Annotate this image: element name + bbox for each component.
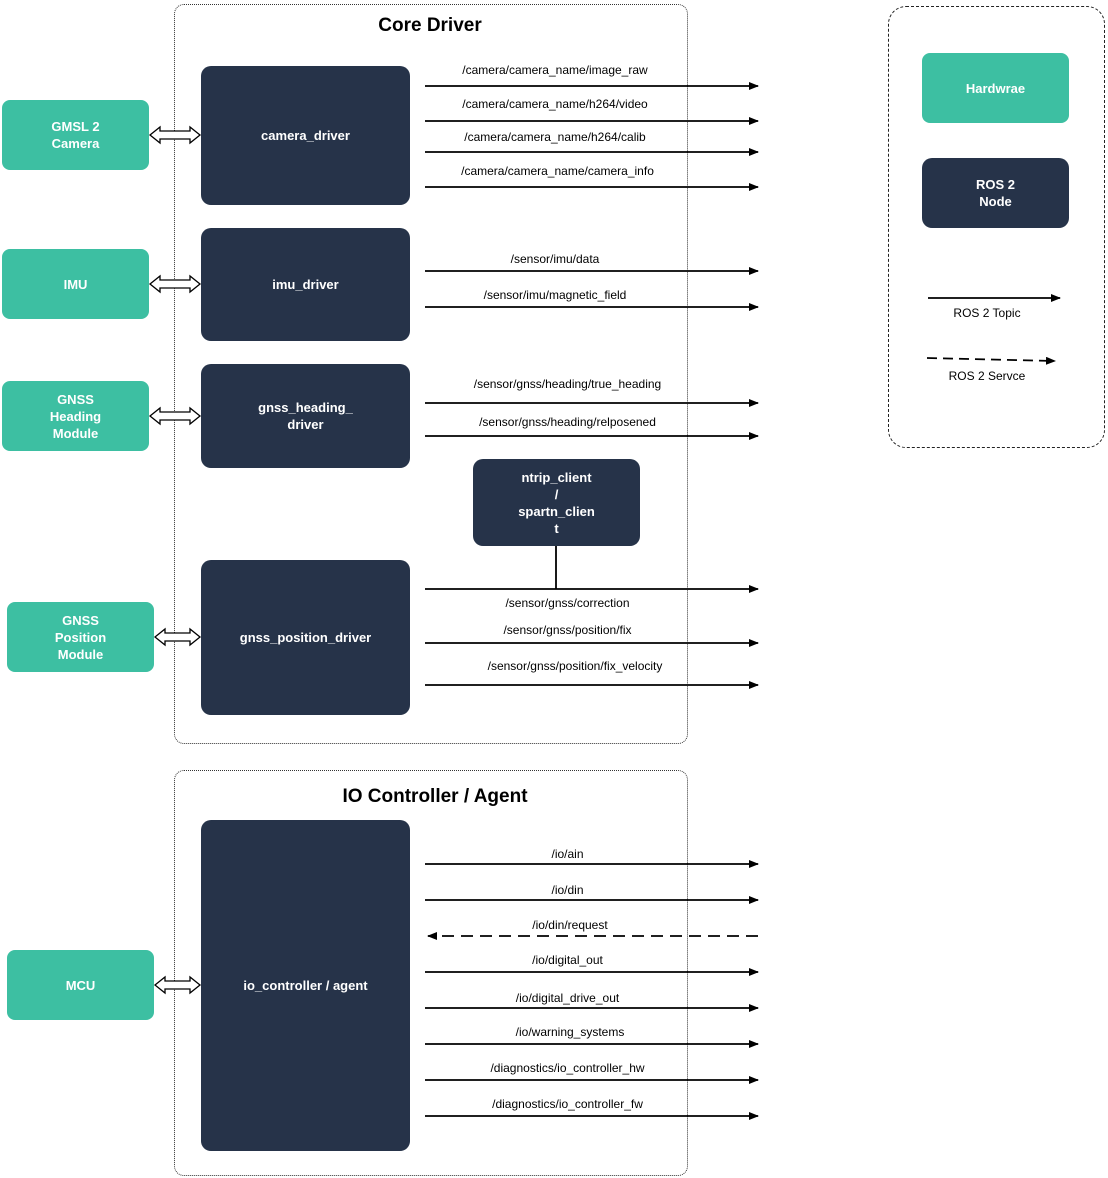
topic-label: /sensor/imu/magnetic_field [483,288,627,302]
hardware-mcu: MCU [7,950,154,1020]
hardware-gnss-position-module: GNSS Position Module [7,602,154,672]
hardware-gnss-heading-module: GNSS Heading Module [2,381,149,451]
topic-label: /camera/camera_name/image_raw [462,63,648,77]
topic-label: /sensor/imu/data [510,252,600,266]
legend-service-label: ROS 2 Servce [948,369,1026,383]
legend-box [888,6,1105,448]
topic-label: /sensor/gnss/heading/true_heading [473,377,662,391]
topic-label: /io/din [551,883,584,897]
topic-label: /io/din/request [532,918,608,932]
io-controller-title: IO Controller / Agent [342,786,528,807]
legend-service-arrow [926,356,1056,365]
topic-label: /sensor/gnss/correction [505,596,630,610]
topic-label: /io/digital_out [532,953,603,967]
hardware-gmsl2-camera: GMSL 2 Camera [2,100,149,170]
hw-link-imu [148,274,202,294]
hw-link-heading [148,406,202,426]
topic-label: /sensor/gnss/heading/relposened [479,415,656,429]
topic-label: /camera/camera_name/h264/video [462,97,648,111]
node-io-controller-agent: io_controller / agent [201,820,410,1151]
topic-label: /io/ain [551,847,584,861]
topic-label: /io/digital_drive_out [515,991,620,1005]
topic-label: /diagnostics/io_controller_fw [492,1097,643,1111]
node-imu-driver: imu_driver [201,228,410,341]
hardware-imu: IMU [2,249,149,319]
topic-label: /io/warning_systems [515,1025,625,1039]
node-gnss-heading-driver: gnss_heading_ driver [201,364,410,468]
topic-label: /camera/camera_name/camera_info [461,164,654,178]
node-camera-driver: camera_driver [201,66,410,205]
core-driver-group [174,4,688,744]
node-ntrip-spartn-client: ntrip_client / spartn_clien t [473,459,640,546]
io-controller-group [174,770,688,1176]
hw-link-position [153,627,202,647]
topic-label: /sensor/gnss/position/fix [503,623,632,637]
hw-link-mcu [153,975,202,995]
topic-label: /sensor/gnss/position/fix_velocity [487,659,663,673]
topic-label: /camera/camera_name/h264/calib [464,130,646,144]
legend-node-swatch: ROS 2 Node [922,158,1069,228]
legend-hardware-swatch: Hardwrae [922,53,1069,123]
topic-label: /diagnostics/io_controller_hw [490,1061,645,1075]
legend-topic-label: ROS 2 Topic [953,306,1021,320]
node-gnss-position-driver: gnss_position_driver [201,560,410,715]
core-driver-title: Core Driver [378,15,482,36]
hw-link-camera [148,125,202,145]
